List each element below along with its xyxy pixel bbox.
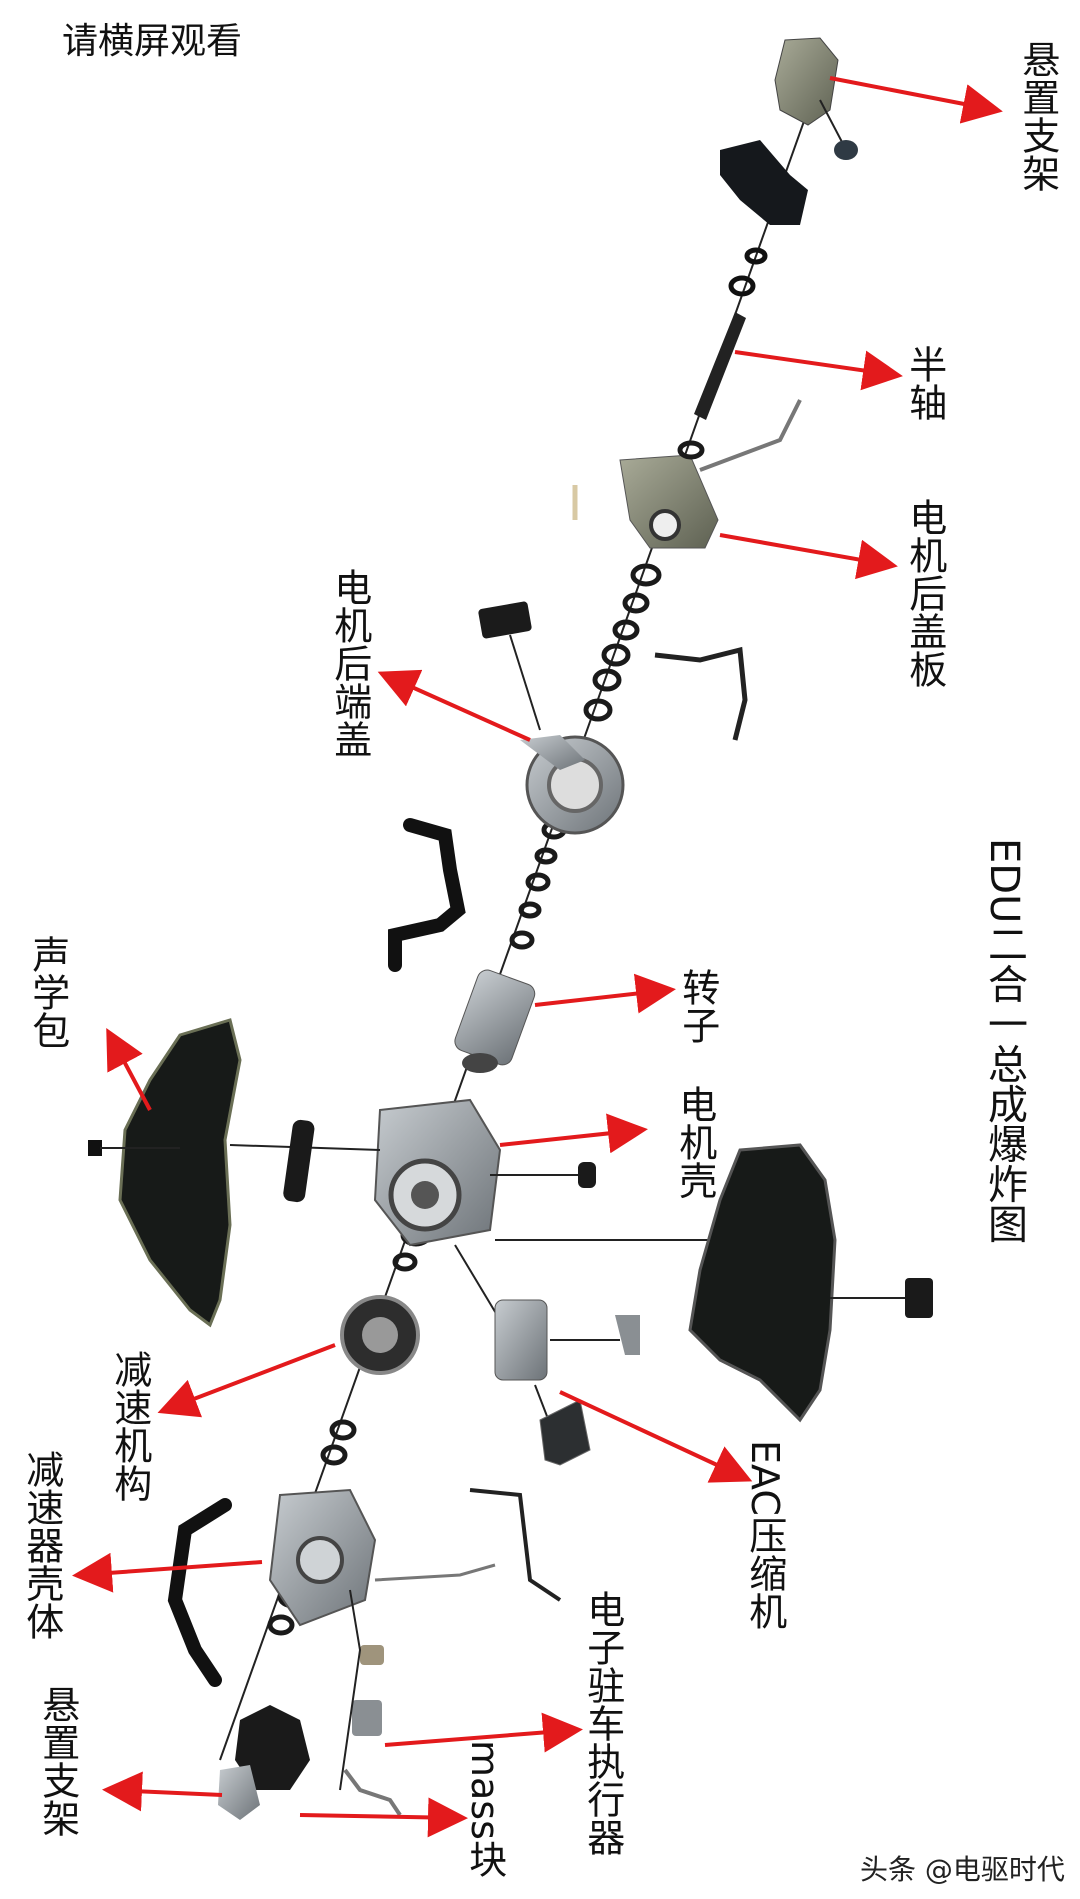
label-epb-actuator: 电子驻车执行器 [580,1590,625,1856]
plug-left [88,1140,102,1156]
top-note: 请横屏观看 [62,21,243,62]
watermark: 头条 @电驱时代 [860,1853,1065,1886]
label-mount-top: 悬置支架 [1015,40,1060,192]
mount-bracket-top [774,37,858,160]
label-mass-block: mass块 [462,1740,507,1878]
right-pad [905,1278,933,1318]
label-mount-bottom: 悬置支架 [35,1685,80,1837]
motor-housing-part [229,1098,710,1321]
gasket-bottom [235,1705,310,1790]
coolant-hose [388,818,466,972]
label-reduction-mechanism: 减速机构 [107,1350,152,1502]
washers-top [728,247,768,297]
mass-block-part [343,1768,402,1817]
annotation-arrows [72,76,1003,1838]
label-eac-compressor: EAC压缩机 [742,1440,787,1630]
label-half-shaft: 半轴 [902,345,947,421]
heat-shield-top [720,140,808,225]
mount-bracket-bottom [218,1765,260,1820]
label-rear-cover-plate: 电机后盖板 [902,498,947,688]
harness-1 [654,646,748,741]
diagram-title: EDU二合一总成爆炸图 [981,838,1027,1244]
half-shaft-part [694,312,746,420]
label-rear-end-cover: 电机后端盖 [327,568,372,758]
label-motor-housing: 电机壳 [672,1085,717,1199]
acoustic-pack-part [118,1018,242,1328]
eac-compressor-part [494,1299,640,1466]
rear-cover-plate-part [572,399,802,549]
acoustic-pad-small [283,1119,315,1203]
reduction-gear-part [340,1295,420,1375]
reducer-housing-part [167,1488,562,1687]
label-acoustic-pack: 声学包 [25,935,70,1049]
acoustic-pack-right [688,1143,837,1423]
rotor-part [454,969,536,1073]
label-rotor: 转子 [675,968,720,1044]
label-reducer-housing: 减速器壳体 [19,1450,64,1640]
rear-end-cover-part [478,601,625,835]
epb-actuator-part [339,1589,384,1791]
